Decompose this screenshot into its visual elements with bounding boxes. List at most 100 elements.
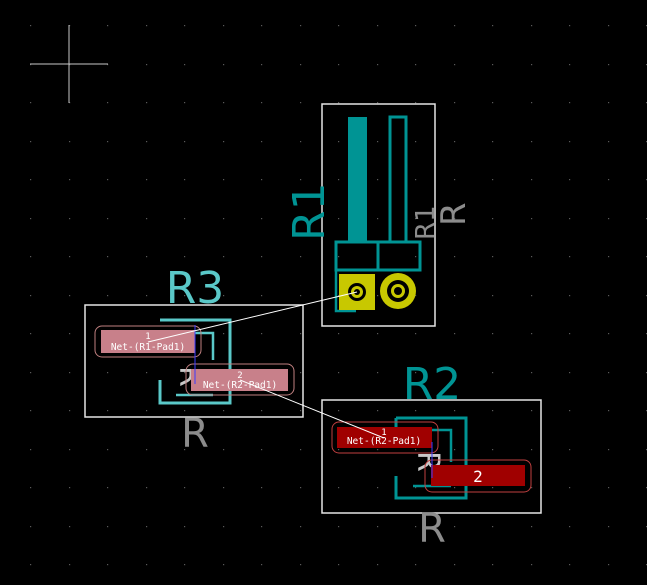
grid-dot (300, 564, 302, 566)
grid-dot (377, 25, 379, 27)
grid-dot (261, 526, 263, 528)
grid-dot (569, 102, 571, 104)
grid-dot (531, 564, 533, 566)
r1-ref-fab[interactable]: R1 (284, 182, 335, 241)
grid-dot (377, 526, 379, 528)
grid-dot (223, 218, 225, 220)
grid-dot (415, 25, 417, 27)
grid-dot (107, 64, 109, 66)
grid-dot (492, 333, 494, 335)
grid-dot (261, 333, 263, 335)
grid-dot (223, 256, 225, 258)
r1-ref-silk[interactable]: R1 (411, 205, 441, 240)
grid-dot (531, 295, 533, 297)
r2-courtyard (321, 399, 542, 514)
grid-dot (30, 218, 32, 220)
r2-pad1[interactable] (337, 427, 432, 448)
grid-dot (377, 333, 379, 335)
grid-dot (338, 564, 340, 566)
grid-dot (300, 295, 302, 297)
grid-dot (377, 372, 379, 374)
grid-dot (608, 564, 610, 566)
grid-dot (223, 141, 225, 143)
grid-dot (30, 64, 32, 66)
grid-dot (107, 564, 109, 566)
r3-pad2-number: 2 (237, 371, 242, 381)
r3-pad1-net: Net-(R1-Pad1) (111, 342, 185, 353)
grid-dot (608, 372, 610, 374)
grid-dot (608, 449, 610, 451)
r2-pad2[interactable] (431, 465, 525, 486)
grid-dot (107, 449, 109, 451)
grid-dot (531, 487, 533, 489)
r2-value[interactable]: R (418, 506, 446, 552)
grid-dot (415, 102, 417, 104)
grid-dot (107, 218, 109, 220)
grid-dot (415, 564, 417, 566)
grid-dot (569, 25, 571, 27)
grid-dot (146, 372, 148, 374)
grid-dot (377, 487, 379, 489)
grid-dot (300, 487, 302, 489)
grid-dot (300, 64, 302, 66)
grid-dot (300, 410, 302, 412)
footprint-r1[interactable]: R1 R1 R (284, 103, 474, 327)
grid-dot (30, 487, 32, 489)
r3-pad2-net: Net-(R2-Pad1) (203, 380, 277, 391)
r3-ref[interactable]: R3 (166, 263, 225, 314)
r2-ref[interactable]: R2 (403, 359, 462, 410)
grid-dot (300, 179, 302, 181)
ratsnest-r1-r3 (147, 291, 358, 343)
grid-dot (146, 410, 148, 412)
grid-dot (492, 410, 494, 412)
cursor-crosshair-icon (30, 25, 108, 103)
grid-dot (415, 526, 417, 528)
grid-dot (608, 218, 610, 220)
r1-value-silk[interactable]: R (434, 202, 474, 226)
grid-dot (492, 372, 494, 374)
grid-dot (569, 64, 571, 66)
grid-dot (69, 25, 71, 27)
grid-dot (454, 487, 456, 489)
grid-dot (107, 256, 109, 258)
grid-dot (300, 372, 302, 374)
grid-dot (492, 179, 494, 181)
grid-dot (415, 295, 417, 297)
grid-dot (30, 141, 32, 143)
grid-dot (531, 102, 533, 104)
grid-dot (261, 25, 263, 27)
grid-dot (454, 64, 456, 66)
grid-dot (261, 218, 263, 220)
grid-dot (531, 218, 533, 220)
grid-dot (608, 256, 610, 258)
r2-pad2-clearance (424, 459, 532, 493)
grid-dot (30, 449, 32, 451)
grid-dot (338, 295, 340, 297)
footprint-r3[interactable]: R3 R R 1 Net-(R1-Pad1) 2 Net-(R2-Pad1) (84, 263, 304, 457)
grid-dot (569, 256, 571, 258)
grid-dot (338, 487, 340, 489)
grid-dot (377, 564, 379, 566)
r1-fab-bar-left (348, 117, 367, 242)
r3-value[interactable]: R (181, 411, 209, 457)
grid-dot (377, 179, 379, 181)
r3-pad1-number: 1 (145, 332, 150, 342)
grid-dot (531, 25, 533, 27)
grid-dot (454, 179, 456, 181)
grid-dot (492, 295, 494, 297)
grid-dot (69, 64, 71, 66)
grid-dot (454, 410, 456, 412)
r3-pad2[interactable] (191, 369, 288, 391)
grid-dot (338, 179, 340, 181)
grid-dot (146, 179, 148, 181)
grid-dot (184, 487, 186, 489)
grid-dot (69, 295, 71, 297)
grid-dot (338, 141, 340, 143)
grid-dot (223, 564, 225, 566)
grid-dot (69, 487, 71, 489)
footprint-r2[interactable]: R2 R R 1 Net-(R2-Pad1) 2 (321, 359, 542, 552)
grid-dot (184, 564, 186, 566)
grid-dot (531, 141, 533, 143)
grid-dot (261, 256, 263, 258)
